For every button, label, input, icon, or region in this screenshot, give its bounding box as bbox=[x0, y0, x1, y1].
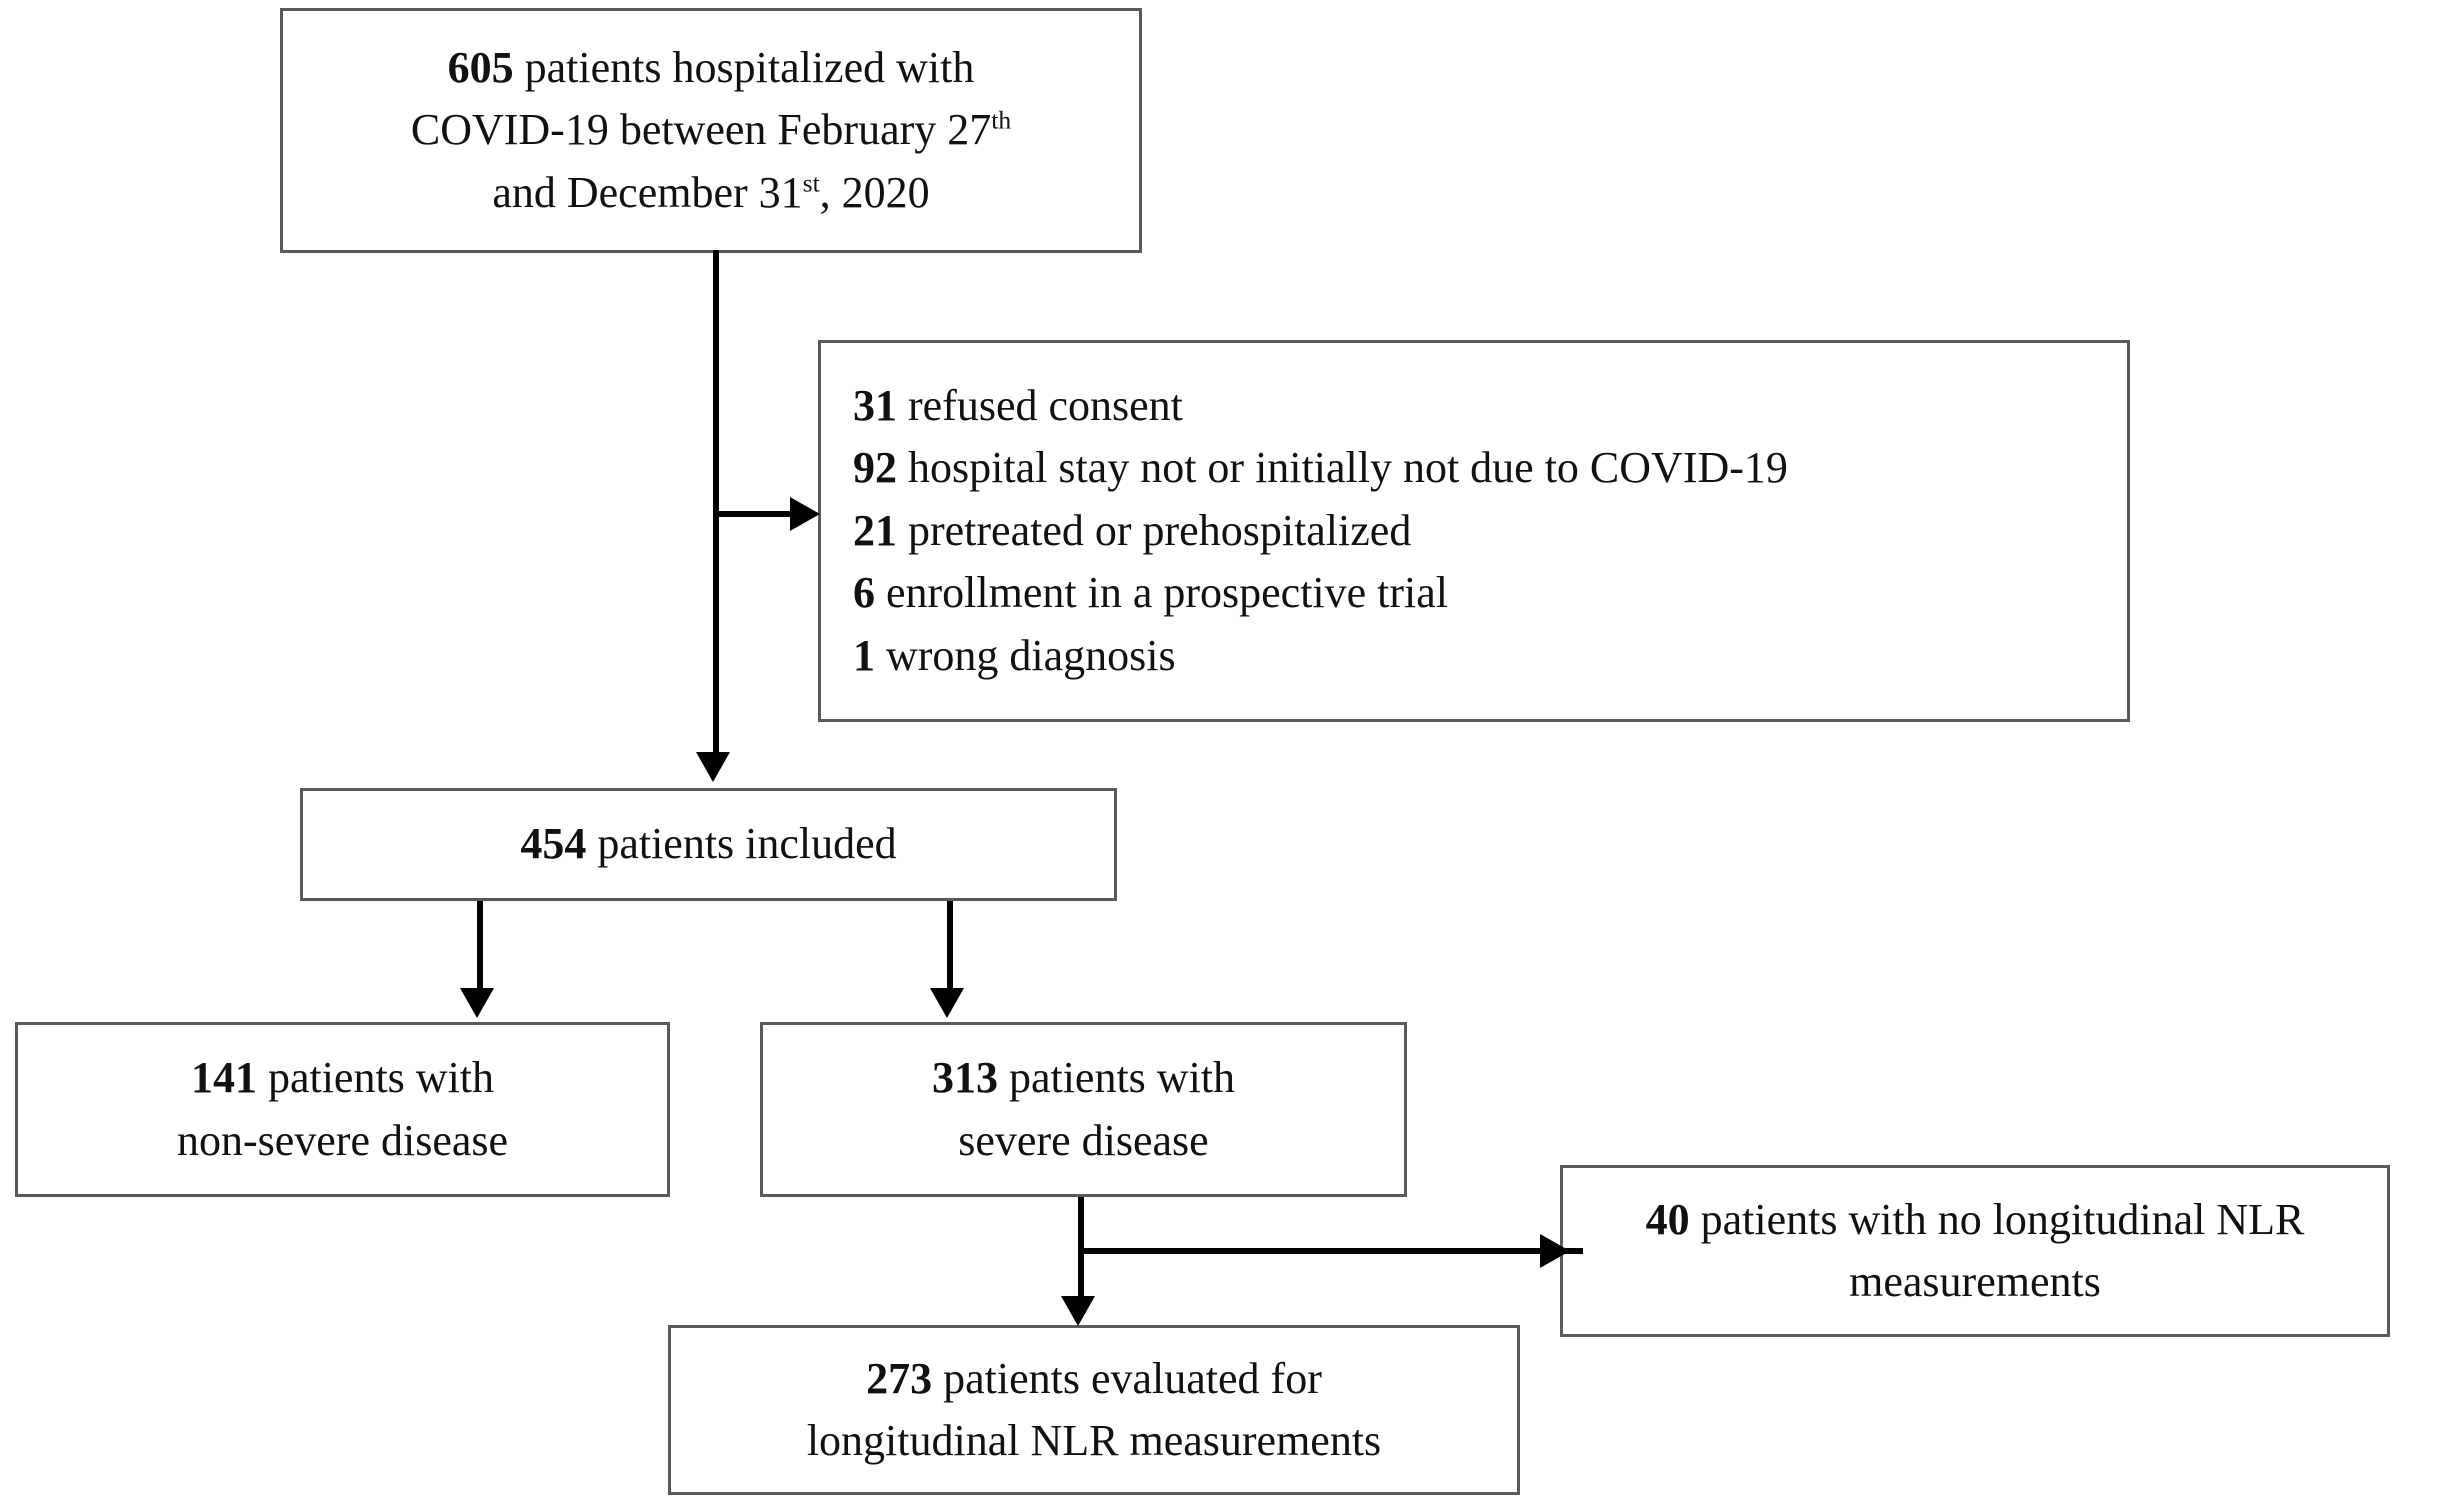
enrolled-line-2-text: COVID-19 between February 27 bbox=[410, 105, 992, 155]
arrowhead-right-severe-to-no-nlr bbox=[1540, 1234, 1570, 1268]
exclusion-reason-2-label: hospital stay not or initially not due t… bbox=[897, 443, 1788, 493]
evaluated-for-nlr-box: 273 patients evaluated for longitudinal … bbox=[668, 1325, 1520, 1495]
exclusion-reason-4-count: 6 bbox=[853, 568, 875, 618]
included-count: 454 bbox=[520, 819, 587, 869]
enrolled-line-2: COVID-19 between February 27th bbox=[283, 99, 1139, 161]
exclusion-reason-5-count: 1 bbox=[853, 630, 875, 680]
exclusion-reason-3-count: 21 bbox=[853, 505, 897, 555]
evaluated-count: 273 bbox=[866, 1353, 933, 1403]
enrolled-line-3-text: and December 31 bbox=[492, 167, 803, 217]
connector-enrolled-to-excluded bbox=[713, 511, 803, 517]
arrowhead-down-enrolled-to-included bbox=[696, 752, 730, 782]
severe-line-2: severe disease bbox=[958, 1115, 1209, 1165]
enrolled-line-3-superscript: st bbox=[802, 168, 820, 198]
no-nlr-line-1-text: patients with no longitudinal NLR bbox=[1689, 1194, 2305, 1244]
connector-included-to-non-severe bbox=[477, 901, 483, 994]
included-label: patients included bbox=[586, 819, 897, 869]
connector-included-to-severe bbox=[947, 901, 953, 994]
enrolled-line-3-suffix: , 2020 bbox=[819, 167, 930, 217]
exclusion-reason-5-label: wrong diagnosis bbox=[875, 630, 1176, 680]
included-patients-box: 454 patients included bbox=[300, 788, 1117, 901]
excluded-patients-box: 31 refused consent 92 hospital stay not … bbox=[818, 340, 2130, 722]
exclusion-reason-2: 92 hospital stay not or initially not du… bbox=[853, 437, 2127, 499]
exclusion-reason-3-label: pretreated or prehospitalized bbox=[897, 505, 1412, 555]
evaluated-line-1-text: patients evaluated for bbox=[932, 1353, 1322, 1403]
no-nlr-count: 40 bbox=[1645, 1194, 1690, 1244]
non-severe-line-1: 141 patients with bbox=[18, 1047, 667, 1109]
non-severe-line-1-text: patients with bbox=[256, 1053, 495, 1103]
non-severe-line-2: non-severe disease bbox=[176, 1115, 509, 1165]
no-nlr-line-1: 40 patients with no longitudinal NLR bbox=[1563, 1189, 2387, 1251]
enrolled-count: 605 bbox=[447, 42, 514, 92]
exclusion-reason-5: 1 wrong diagnosis bbox=[853, 625, 2127, 687]
severe-line-1-text: patients with bbox=[997, 1053, 1236, 1103]
non-severe-disease-box: 141 patients with non-severe disease bbox=[15, 1022, 670, 1197]
exclusion-reason-4: 6 enrollment in a prospective trial bbox=[853, 562, 2127, 624]
evaluated-line-1: 273 patients evaluated for bbox=[671, 1348, 1517, 1410]
arrowhead-down-included-to-non-severe bbox=[460, 988, 494, 1018]
non-severe-count: 141 bbox=[190, 1053, 257, 1103]
exclusion-reason-1-count: 31 bbox=[853, 380, 897, 430]
enrolled-line-2-superscript: th bbox=[991, 105, 1012, 135]
enrolled-patients-box: 605 patients hospitalized with COVID-19 … bbox=[280, 8, 1142, 253]
severe-line-1: 313 patients with bbox=[763, 1047, 1404, 1109]
connector-severe-to-no-nlr bbox=[1078, 1248, 1583, 1254]
severe-disease-box: 313 patients with severe disease bbox=[760, 1022, 1407, 1197]
exclusion-reason-4-label: enrollment in a prospective trial bbox=[875, 568, 1449, 618]
enrolled-line-3: and December 31st, 2020 bbox=[283, 162, 1139, 224]
no-nlr-line-2: measurements bbox=[1849, 1257, 2101, 1306]
evaluated-line-2: longitudinal NLR measurements bbox=[806, 1416, 1382, 1465]
arrowhead-down-severe-to-evaluated bbox=[1061, 1296, 1095, 1326]
connector-enrolled-to-included bbox=[713, 250, 719, 758]
exclusion-reason-3: 21 pretreated or prehospitalized bbox=[853, 500, 2127, 562]
enrolled-line-1: 605 patients hospitalized with bbox=[283, 37, 1139, 99]
enrolled-line-1-text: patients hospitalized with bbox=[513, 42, 975, 92]
arrowhead-right-enrolled-to-excluded bbox=[790, 497, 820, 531]
arrowhead-down-included-to-severe bbox=[930, 988, 964, 1018]
severe-count: 313 bbox=[931, 1053, 998, 1103]
no-longitudinal-nlr-box: 40 patients with no longitudinal NLR mea… bbox=[1560, 1165, 2390, 1337]
included-line-1: 454 patients included bbox=[303, 813, 1114, 875]
exclusion-reason-1-label: refused consent bbox=[897, 380, 1183, 430]
exclusion-reason-2-count: 92 bbox=[853, 443, 897, 493]
exclusion-reason-1: 31 refused consent bbox=[853, 375, 2127, 437]
